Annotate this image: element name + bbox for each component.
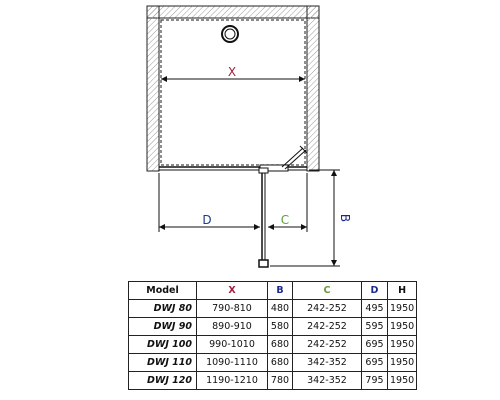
cell-c: 342-352 (292, 353, 362, 372)
table-row: DWJ 80 790-810 480 242-252 495 1950 (128, 299, 418, 318)
cell-x: 890-910 (196, 317, 268, 336)
enclosure-walls (146, 5, 320, 172)
header-model: Model (128, 281, 197, 300)
header-x: X (196, 281, 268, 300)
shower-plan-diagram: X D C B (146, 5, 352, 268)
cell-b: 680 (267, 335, 293, 354)
cell-x: 1190-1210 (196, 371, 268, 390)
cell-c: 342-352 (292, 371, 362, 390)
cell-d: 695 (361, 353, 388, 372)
dimension-x (161, 76, 305, 82)
table-row: DWJ 100 990-1010 680 242-252 695 1950 (128, 335, 418, 354)
cell-model: DWJ 120 (128, 371, 197, 390)
cell-h: 1950 (386, 353, 418, 372)
cell-x: 990-1010 (196, 335, 268, 354)
cell-d: 495 (361, 299, 388, 318)
cell-b: 580 (267, 317, 293, 336)
cell-d: 595 (361, 317, 388, 336)
cell-h: 1950 (386, 299, 418, 318)
cell-c: 242-252 (292, 299, 362, 318)
header-h: H (386, 281, 418, 300)
cell-x: 1090-1110 (196, 353, 268, 372)
table-row: DWJ 120 1190-1210 780 342-352 795 1950 (128, 371, 418, 390)
left-wall (146, 5, 160, 172)
shower-tray (160, 19, 306, 166)
open-door-panel (258, 167, 269, 268)
dimensions-table: Model X B C D H DWJ 80 790-810 480 242-2… (128, 281, 418, 390)
drain-icon (221, 25, 239, 43)
table-header-row: Model X B C D H (128, 281, 418, 300)
cell-h: 1950 (386, 335, 418, 354)
header-c: C (292, 281, 362, 300)
dimension-b-label: B (338, 214, 352, 222)
cell-h: 1950 (386, 317, 418, 336)
cell-model: DWJ 100 (128, 335, 197, 354)
cell-model: DWJ 80 (128, 299, 197, 318)
cell-model: DWJ 90 (128, 317, 197, 336)
dimension-c-label: C (281, 213, 289, 227)
cell-d: 695 (361, 335, 388, 354)
top-wall (146, 5, 320, 19)
cell-d: 795 (361, 371, 388, 390)
dimension-c (268, 173, 308, 232)
cell-b: 680 (267, 353, 293, 372)
right-wall (306, 5, 320, 172)
dimension-b (270, 169, 340, 267)
table-row: DWJ 110 1090-1110 680 342-352 695 1950 (128, 353, 418, 372)
header-d: D (361, 281, 388, 300)
cell-model: DWJ 110 (128, 353, 197, 372)
cell-b: 780 (267, 371, 293, 390)
dimension-d (158, 173, 260, 232)
cell-b: 480 (267, 299, 293, 318)
table-row: DWJ 90 890-910 580 242-252 595 1950 (128, 317, 418, 336)
cell-c: 242-252 (292, 317, 362, 336)
cell-x: 790-810 (196, 299, 268, 318)
dimension-d-label: D (202, 213, 211, 227)
header-b: B (267, 281, 293, 300)
dimension-x-label: X (228, 65, 236, 79)
cell-c: 242-252 (292, 335, 362, 354)
cell-h: 1950 (386, 371, 418, 390)
